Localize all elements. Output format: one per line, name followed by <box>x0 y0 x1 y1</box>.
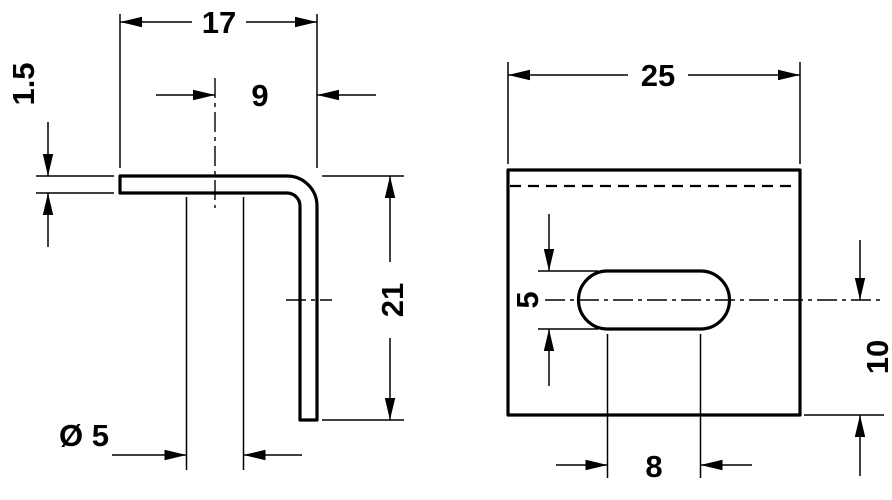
dimension-label-material-thickness: 1.5 <box>6 62 41 105</box>
side-view: 17 9 1.5 21 <box>6 5 410 470</box>
dimension-plate-width: 25 <box>507 58 801 164</box>
bracket-side-profile <box>118 174 319 422</box>
front-view: 25 5 8 10 <box>506 58 892 484</box>
dimension-leg-height: 21 <box>322 175 410 421</box>
bracket-front-face <box>506 168 802 417</box>
dimension-label-slot-center-to-bottom: 10 <box>860 340 892 374</box>
dimension-label-leg-height: 21 <box>375 283 410 317</box>
dimension-slot-center-to-bottom: 10 <box>804 240 892 476</box>
dimension-slot-length: 8 <box>556 334 752 484</box>
dimension-label-hole-center-to-edge: 9 <box>251 78 268 113</box>
dimension-label-arm-length: 17 <box>202 5 236 40</box>
dimension-label-hole-diameter: Ø 5 <box>59 418 109 453</box>
dimension-label-slot-length: 8 <box>645 449 662 484</box>
dimension-hole-diameter: Ø 5 <box>59 418 302 461</box>
dimension-label-slot-width: 5 <box>510 291 545 308</box>
dimension-arm-length: 17 <box>119 5 318 168</box>
dimension-slot-width: 5 <box>510 214 598 386</box>
slot-outline <box>576 269 732 331</box>
dimension-label-plate-width: 25 <box>641 58 675 93</box>
dimension-hole-center-to-edge: 9 <box>156 78 376 113</box>
dimension-material-thickness: 1.5 <box>6 62 114 247</box>
